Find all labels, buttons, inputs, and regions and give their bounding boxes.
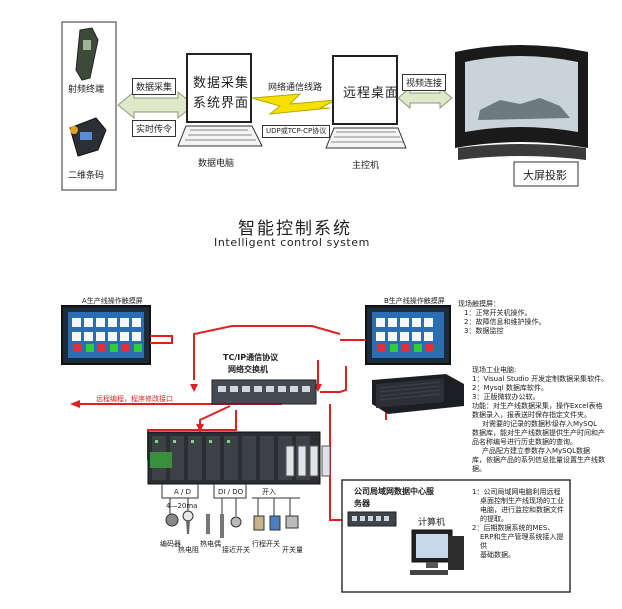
data-ui-title-line2: 系统界面 xyxy=(193,96,250,111)
system-title-en: Intelligent control system xyxy=(214,236,370,249)
barcode-scanner-label: 二维条码 xyxy=(68,171,105,181)
remote-desktop-title: 远程桌面 xyxy=(343,86,400,101)
video-link-label: 视频连接 xyxy=(402,74,447,91)
sensor-label: 编码器 xyxy=(160,540,181,548)
pc-notes-item: 品名称编号进行历史数据的查询。 xyxy=(472,438,577,446)
data-center-notes: 1：公司局域网电脑利用远程 桌面控制生产线现场的工业 电脑，进行监控和数据文件 … xyxy=(472,488,568,560)
center-notes-item: 基础数据。 xyxy=(480,551,515,559)
pc-notes-item: 2：Mysql 数据库软件。 xyxy=(472,384,548,392)
sensors-icon xyxy=(165,510,299,538)
data-center-title-line1: 公司局域网数据中心服 xyxy=(354,487,434,496)
sensor-label: 接近开关 xyxy=(222,546,250,554)
center-notes-item: 的提取。 xyxy=(480,515,508,523)
sensor-label: 热电阻 xyxy=(178,546,199,554)
io-label-dido: DI / DO xyxy=(218,488,244,496)
remote-programming-label: 远程编程，程序修改接口 xyxy=(96,395,173,403)
rfid-terminal-icon xyxy=(75,27,99,81)
site-screen-item: 3：数据监控 xyxy=(464,327,504,335)
industrial-pc-notes: 现场工业电脑: 1：Visual Studio 开发定制数据采集软件。 2：My… xyxy=(472,366,620,474)
sensor-label: 开关量 xyxy=(282,546,303,554)
pc-notes-item: 数据录入，报表送时保存指定文件夹。 xyxy=(472,411,591,419)
big-screen-image xyxy=(455,45,588,160)
io-wiring xyxy=(161,484,300,516)
data-ui-title-line1: 数据采集 xyxy=(193,76,250,91)
pc-notes-item: 产品配方建立参数存入MySQL数据 xyxy=(482,447,591,455)
big-screen-label-box xyxy=(513,161,579,187)
site-screen-notes: 现场触摸屏： 1：正常开关机操作。 2：故障信息和维护操作。 3：数据监控 xyxy=(458,300,608,336)
system-title-cn: 智能控制系统 xyxy=(238,219,352,239)
pc-notes-item: 据。 xyxy=(472,465,486,473)
pc-notes-item: 功能：对生产线数据采集，操作Excel表格 xyxy=(472,402,603,410)
center-notes-item: ERP和生产管理系统接入提供 xyxy=(480,533,564,550)
site-screen-item: 1：正常开关机操作。 xyxy=(464,309,532,317)
center-notes-item: 电脑，进行监控和数据文件 xyxy=(480,506,564,514)
host-pc-icon xyxy=(325,55,407,149)
data-collection-label: 数据采集 xyxy=(132,78,177,95)
pc-notes-item: 1：Visual Studio 开发定制数据采集软件。 xyxy=(472,375,609,383)
switch-label-line2: 网络交换机 xyxy=(228,365,268,374)
big-screen-label: 大屏投影 xyxy=(523,169,567,182)
video-double-arrow xyxy=(397,86,453,110)
data-double-arrow xyxy=(117,90,195,120)
network-line-label: 网络通信线路 xyxy=(268,83,323,93)
protocol-label: UDP或TCP-CP协议 xyxy=(262,125,331,138)
touch-screen-b-icon xyxy=(365,305,451,365)
data-pc-label: 数据电脑 xyxy=(198,159,235,169)
data-pc-icon xyxy=(177,53,263,147)
network-switch-icon xyxy=(211,379,317,405)
network-bolt xyxy=(251,93,337,115)
pc-notes-item: 数据库，能对生产线数据提供生产时间和产 xyxy=(472,429,605,437)
sensor-label: 行程开关 xyxy=(252,540,280,548)
sensor-label: 热电偶 xyxy=(200,540,221,548)
screen-b-label: B生产线操作触摸屏 xyxy=(384,297,445,305)
switch-label-line1: TC/IP通信协议 xyxy=(223,353,279,362)
industrial-pc-icon xyxy=(372,374,464,414)
pc-notes-title: 现场工业电脑: xyxy=(472,366,517,374)
pc-notes-item: 对需要的记录的数据秒级存入MySQL xyxy=(482,420,598,428)
lan-switch-icon xyxy=(347,511,397,527)
pc-notes-item: 3：正版微软办公软。 xyxy=(472,393,540,401)
data-center-title-line2: 务器 xyxy=(354,499,370,508)
screen-a-label: A生产线操作触摸屏 xyxy=(82,297,143,305)
center-notes-item: 桌面控制生产线现场的工业 xyxy=(480,497,564,505)
host-label: 主控机 xyxy=(352,161,380,171)
io-label-ad: A / D xyxy=(174,488,191,496)
site-screen-title: 现场触摸屏： xyxy=(458,300,500,308)
touch-screen-a-icon xyxy=(61,305,151,365)
pc-notes-item: 库，依据产品的系列信息批量设置生产线数 xyxy=(472,456,605,464)
io-modules-icon xyxy=(285,445,331,477)
center-notes-item: 1：公司局域网电脑利用远程 xyxy=(472,488,561,496)
io-label-digital-in: 开入 xyxy=(262,488,276,496)
site-screen-item: 2：故障信息和维护操作。 xyxy=(464,318,546,326)
io-label-4-20ma: 4—20ma xyxy=(166,502,198,510)
computer-icon xyxy=(410,529,464,575)
barcode-scanner-icon xyxy=(69,117,107,157)
realtime-command-label: 实时传令 xyxy=(132,120,177,137)
rfid-terminal-label: 射频终端 xyxy=(68,85,105,95)
computer-label: 计算机 xyxy=(418,518,446,528)
center-notes-item: 2：后期数据系统的MES、 xyxy=(472,524,555,532)
